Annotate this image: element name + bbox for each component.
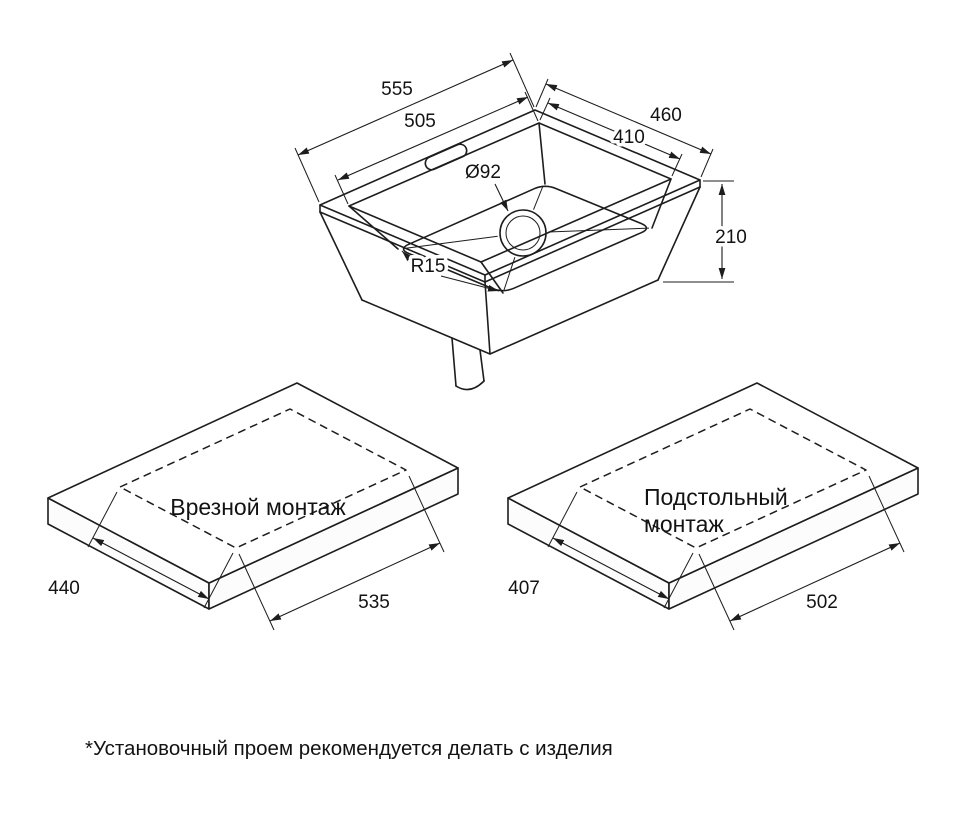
- dim-inset-width-value: 535: [358, 592, 390, 613]
- dimension-inner-depth: 410: [539, 97, 683, 177]
- dimension-corner-radius: R15: [401, 250, 500, 292]
- dimension-inset-width: 535: [238, 475, 445, 631]
- dimension-undermount-width: 502: [698, 475, 905, 631]
- footnote: *Установочный проем рекомендуется делать…: [85, 737, 613, 760]
- undermount-cutout-outline: [579, 408, 867, 549]
- dim-inset-depth-value: 440: [48, 578, 80, 599]
- sink-dimensions: 555 505 460 410 210 Ø92: [294, 52, 750, 292]
- drain-inner-circle: [505, 215, 541, 251]
- dim-drain-value: Ø92: [465, 162, 501, 183]
- dim-radius-value: R15: [411, 256, 446, 277]
- dimension-inner-width: 505: [334, 91, 539, 205]
- dim-undermount-width-value: 502: [806, 592, 838, 613]
- sink-body: [319, 186, 701, 391]
- dimension-undermount-depth: 407: [505, 491, 694, 609]
- dim-inner-width-value: 505: [404, 111, 436, 132]
- dim-height-value: 210: [715, 227, 747, 248]
- bottom-crease-lines: [402, 185, 650, 291]
- inset-cutout-outline: [119, 408, 407, 549]
- dim-outer-depth-value: 460: [650, 105, 682, 126]
- undermount-diagram: Подстольный монтаж 407 502: [505, 382, 919, 631]
- dimension-inset-depth: 440: [45, 491, 234, 609]
- undermount-label-line1: Подстольный: [644, 484, 788, 510]
- dim-undermount-depth-value: 407: [508, 578, 540, 599]
- inset-mount-label: Врезной монтаж: [170, 494, 346, 520]
- inset-mount-diagram: Врезной монтаж 440 535: [45, 382, 459, 631]
- dimension-drain-diameter: Ø92: [462, 159, 509, 212]
- dim-outer-width-value: 555: [381, 79, 413, 100]
- drain-circle: [499, 209, 547, 257]
- dim-inner-depth-value: 410: [613, 127, 645, 148]
- undermount-label-line2: монтаж: [644, 511, 724, 537]
- dimension-height: 210: [663, 180, 750, 283]
- sink-isometric-view: [319, 109, 701, 391]
- drain-stub: [451, 337, 485, 391]
